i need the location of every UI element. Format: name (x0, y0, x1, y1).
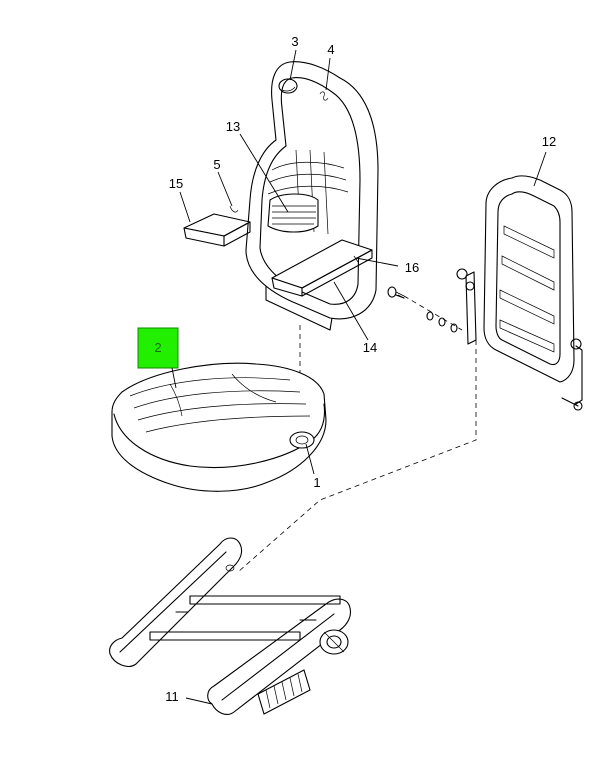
seat-back (245, 61, 379, 331)
callout-2[interactable]: 2 (154, 340, 161, 355)
callout-15[interactable]: 15 (169, 176, 183, 191)
highlight-part-2[interactable] (137, 327, 179, 369)
callout-5[interactable]: 5 (213, 157, 220, 172)
back-frame (456, 175, 583, 411)
callout-4[interactable]: 4 (327, 42, 334, 57)
seat-cushion (111, 362, 327, 492)
armrest-right (271, 239, 373, 297)
callout-11[interactable]: 11 (165, 689, 179, 704)
callout-16[interactable]: 16 (405, 260, 419, 275)
callout-1[interactable]: 1 (313, 475, 320, 490)
highlight-box (137, 327, 179, 369)
seat-base-slider (109, 537, 352, 715)
leader-lines (171, 49, 547, 705)
hardware-bolt-washers (387, 286, 458, 333)
callout-3[interactable]: 3 (291, 34, 298, 49)
callout-13[interactable]: 13 (226, 119, 240, 134)
callout-12[interactable]: 12 (542, 134, 556, 149)
callout-labels: 2 3 4 13 5 15 12 16 14 1 11 (154, 34, 556, 704)
callout-14[interactable]: 14 (363, 340, 377, 355)
armrest-left (183, 205, 251, 247)
